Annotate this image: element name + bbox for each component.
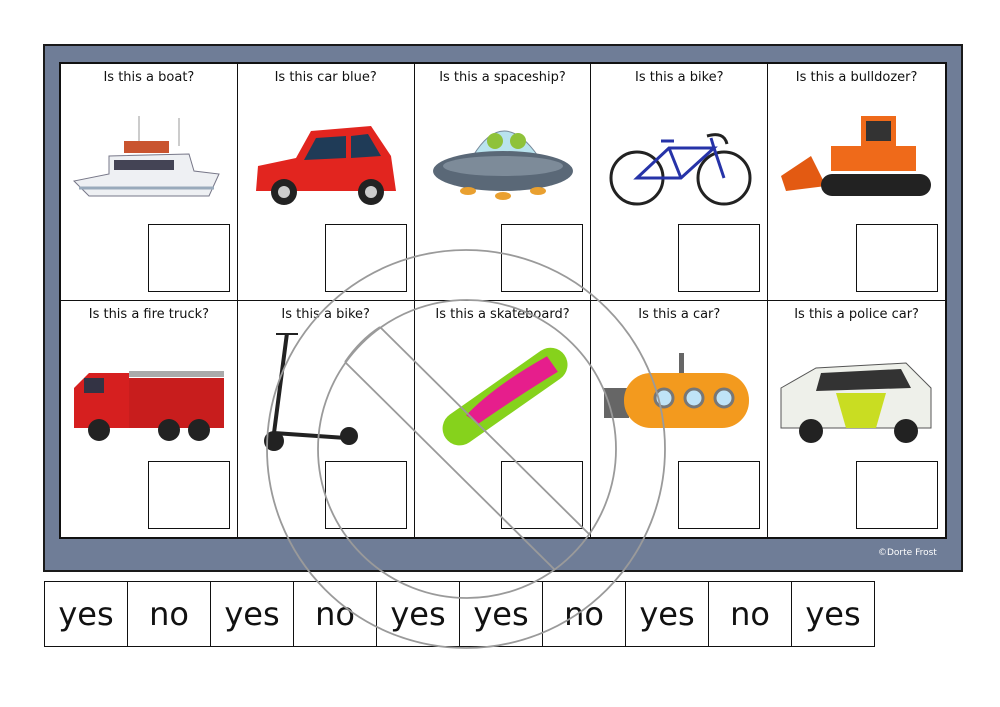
- police-car-image: [780, 361, 932, 443]
- answer-card[interactable]: no: [128, 582, 211, 646]
- answer-card[interactable]: yes: [460, 582, 543, 646]
- fire-truck-image: [74, 370, 224, 441]
- boat-image: [72, 116, 220, 197]
- answer-card[interactable]: yes: [805, 595, 861, 633]
- card-question: Is this a bulldozer?: [795, 70, 918, 85]
- bulldozer-image: [781, 116, 932, 196]
- card-grid: Is this a boat? Is this car blue? Is thi…: [59, 62, 947, 539]
- card-question: Is this a bike?: [281, 306, 370, 322]
- red-car-image: [255, 126, 396, 205]
- card-question: Is this a boat?: [103, 70, 195, 85]
- answer-checkbox[interactable]: [324, 223, 407, 292]
- answer-card[interactable]: yes: [377, 582, 460, 646]
- card-boat: Is this a boat?: [61, 64, 238, 301]
- card-question: Is this a skateboard?: [435, 306, 570, 322]
- answer-checkbox[interactable]: [324, 461, 407, 529]
- submarine-image: [604, 352, 750, 428]
- answer-checkbox[interactable]: [856, 461, 938, 529]
- answer-card[interactable]: yes: [626, 582, 709, 646]
- answer-card[interactable]: no: [543, 582, 626, 646]
- card-police-car: Is this a police car?: [768, 301, 945, 538]
- skateboard-image: [442, 347, 568, 445]
- answer-card[interactable]: no: [294, 582, 377, 646]
- answer-cutouts: yes no yes no yes yes no yes no yes: [44, 581, 875, 647]
- answer-card[interactable]: yes: [45, 582, 128, 646]
- card-question: Is this a bike?: [635, 70, 724, 85]
- answer-checkbox[interactable]: [501, 461, 584, 529]
- card-submarine: Is this a car?: [591, 300, 769, 537]
- card-question: Is this car blue?: [274, 70, 377, 85]
- spaceship-image: [432, 130, 573, 200]
- card-skateboard: Is this a skateboard?: [415, 300, 592, 537]
- answer-checkbox[interactable]: [856, 223, 938, 292]
- card-question: Is this a fire truck?: [88, 306, 210, 322]
- card-red-car: Is this car blue?: [237, 64, 415, 301]
- card-scooter: Is this a bike?: [238, 300, 415, 537]
- answer-checkbox[interactable]: [678, 461, 761, 529]
- bike-image: [609, 133, 752, 206]
- card-bulldozer: Is this a bulldozer?: [768, 64, 945, 301]
- answer-card[interactable]: no: [709, 582, 792, 646]
- answer-card[interactable]: yes: [211, 582, 294, 646]
- copyright: ©Dorte Frost: [878, 548, 937, 558]
- card-spaceship: Is this a spaceship?: [414, 64, 592, 301]
- card-bike: Is this a bike?: [591, 64, 769, 301]
- answer-checkbox[interactable]: [678, 223, 761, 292]
- answer-checkbox[interactable]: [501, 223, 584, 292]
- scooter-image: [263, 332, 358, 451]
- card-question: Is this a car?: [638, 306, 721, 322]
- card-question: Is this a spaceship?: [439, 70, 566, 85]
- card-question: Is this a police car?: [794, 306, 919, 322]
- answer-checkbox[interactable]: [147, 461, 230, 529]
- answer-checkbox[interactable]: [147, 223, 230, 292]
- card-fire-truck: Is this a fire truck?: [61, 300, 238, 537]
